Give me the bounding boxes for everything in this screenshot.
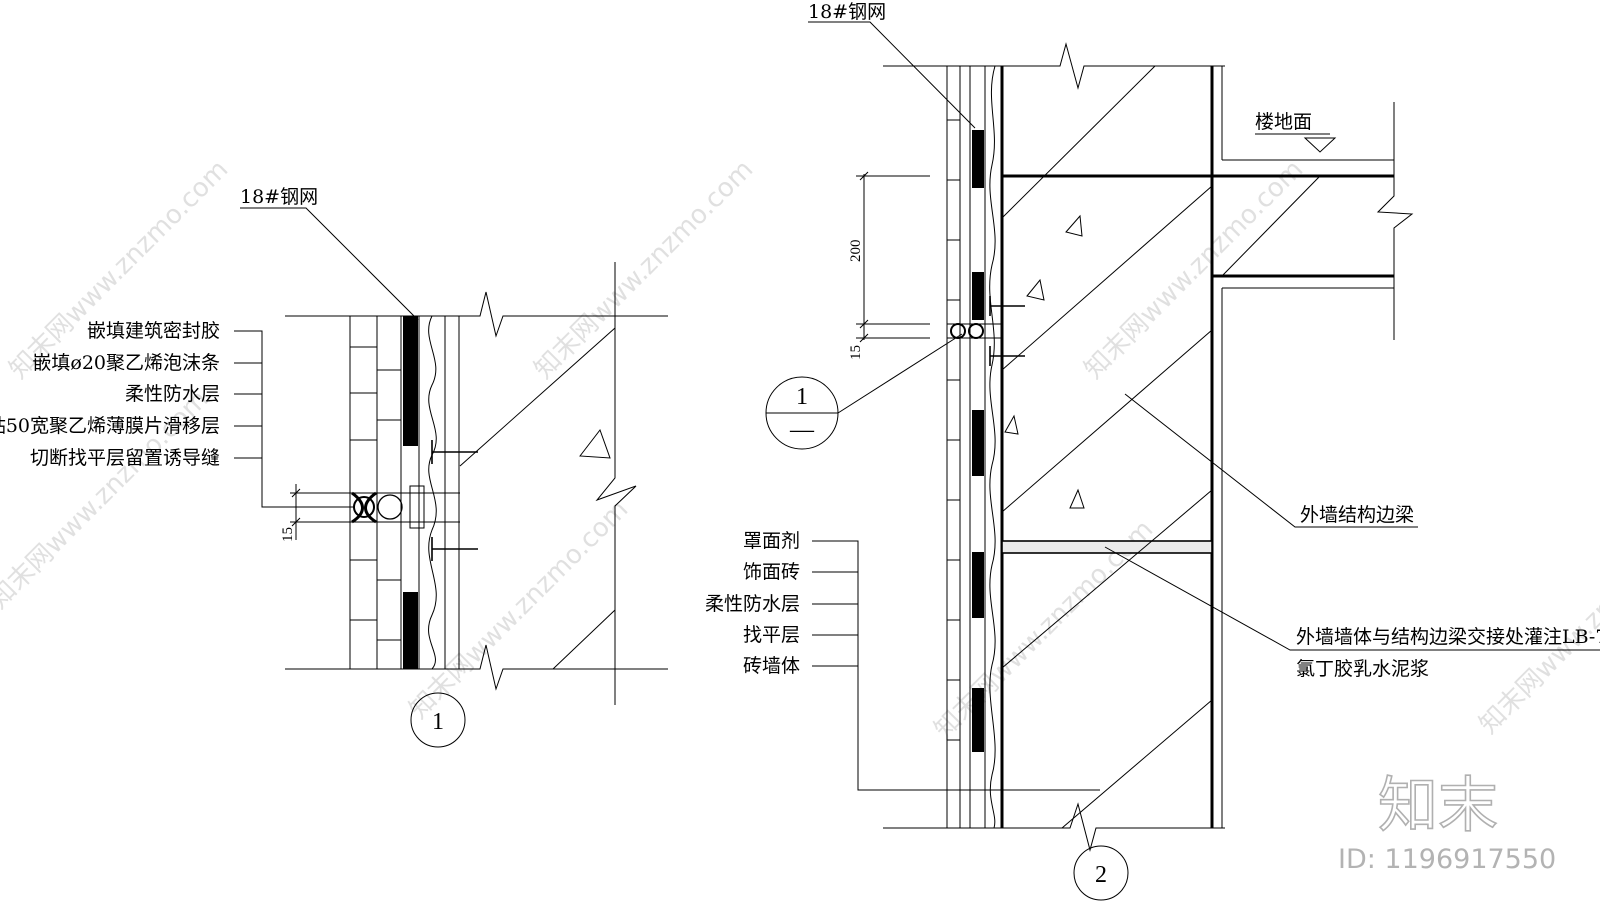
dimension-15-text: 15 — [280, 527, 296, 542]
level-symbol — [1255, 133, 1337, 153]
grout-layer — [1001, 540, 1213, 554]
layer-label: 饰面砖 — [743, 561, 800, 583]
foam-rod — [377, 494, 403, 520]
watermark-text: 知末网www.znzmo.com — [4, 154, 235, 385]
concrete-symbol — [579, 428, 611, 459]
waterproof-strip — [972, 410, 984, 476]
watermark-text: 知末网www.znzmo.com — [404, 494, 635, 725]
floor-label: 楼地面 — [1255, 111, 1312, 133]
watermark-text: 知末网www.znzmo.com — [1079, 154, 1310, 385]
concrete-hatch — [1001, 65, 1321, 829]
detail-number-circle — [1073, 845, 1129, 901]
reference-detail: 1 — [796, 384, 808, 410]
leader-line — [240, 207, 419, 321]
mesh-label: 18#钢网 — [240, 186, 318, 208]
steel-mesh-line — [428, 315, 437, 670]
concrete-symbol — [1004, 414, 1019, 435]
anchor-bolt — [431, 537, 478, 561]
grout-label-line2: 氯丁胶乳水泥浆 — [1296, 658, 1429, 680]
leader-line — [808, 21, 976, 129]
waterproof-strip — [972, 130, 984, 188]
hatch-line — [552, 609, 616, 670]
beam-leader — [1124, 393, 1418, 528]
layer-callouts: 罩面剂 饰面砖 柔性防水层 找平层 砖墙体 — [705, 530, 1100, 791]
layer-label: 柔性防水层 — [705, 593, 800, 615]
detail-2: 18#钢网 楼地面 200 15 1 — 罩面剂 饰面砖 柔性防水层 找平层 砖… — [705, 1, 1600, 901]
mesh-label: 18#钢网 — [808, 1, 886, 23]
layer-label: 找平层 — [743, 624, 800, 646]
waterproof-strip — [972, 272, 984, 320]
callout-label: 铺贴50宽聚乙烯薄膜片滑移层 — [0, 415, 220, 437]
detail-number: 2 — [1095, 862, 1107, 888]
grout-leader — [1104, 546, 1600, 651]
anchor-bolt — [989, 296, 1025, 316]
callout-list: 嵌填建筑密封胶 嵌填ø20聚乙烯泡沫条 柔性防水层 铺贴50宽聚乙烯薄膜片滑移层… — [0, 320, 355, 508]
watermark-text: 知末网www.znzmo.com — [1474, 509, 1600, 740]
waterproof-strip — [972, 552, 984, 618]
beam-label: 外墙结构边梁 — [1300, 504, 1414, 526]
break-line-top — [883, 42, 1225, 90]
concrete-symbol — [1069, 488, 1085, 509]
dimension-200-text: 200 — [848, 240, 864, 263]
waterproof-strip — [403, 592, 418, 669]
slip-layer — [409, 485, 425, 529]
brand-logo: 知末 — [1378, 771, 1498, 841]
dimension-15 — [290, 484, 350, 540]
layer-label: 砖墙体 — [743, 655, 800, 677]
reference-leader — [837, 333, 963, 414]
sealant-joint — [351, 491, 377, 524]
grout-label-line1: 外墙墙体与结构边梁交接处灌注LB-7 — [1296, 626, 1600, 648]
concrete-symbol — [1065, 214, 1083, 237]
slab-break — [1376, 102, 1414, 340]
break-line-top — [285, 291, 668, 338]
reference-sheet: — — [789, 417, 815, 443]
detail-number: 1 — [432, 709, 444, 735]
watermark-layer: 知末网www.znzmo.com 知末网www.znzmo.com 知末网www… — [0, 154, 1600, 745]
callout-label: 嵌填ø20聚乙烯泡沫条 — [32, 352, 220, 374]
tile-joints — [350, 346, 401, 641]
tile-joints — [947, 119, 960, 791]
break-line-bottom — [285, 644, 668, 691]
anchor-bolt — [989, 346, 1025, 366]
foam-rod — [968, 323, 984, 339]
detail-number-circle — [410, 692, 466, 748]
callout-label: 柔性防水层 — [125, 383, 220, 405]
dimension-15-text: 15 — [848, 345, 864, 360]
callout-leaders — [234, 330, 355, 508]
dimension-200 — [856, 171, 930, 343]
layer-label: 罩面剂 — [743, 530, 800, 552]
break-line-right — [595, 262, 637, 705]
anchor-bolt — [431, 440, 478, 464]
steel-mesh-line — [989, 65, 996, 829]
detail-1: 18#钢网 嵌填建筑密封胶 嵌填ø20聚乙烯泡沫条 柔性防水层 铺贴50宽聚乙烯… — [0, 186, 668, 748]
concrete-symbol — [1026, 278, 1045, 301]
waterproof-strip — [403, 316, 418, 446]
watermark-text: 知末网www.znzmo.com — [529, 154, 760, 385]
image-id: ID: 1196917550 — [1338, 844, 1556, 875]
hatch-line — [459, 327, 616, 467]
foam-rod — [353, 496, 375, 518]
layer-leaders — [812, 540, 1100, 791]
waterproof-strip — [972, 688, 984, 752]
callout-label: 切断找平层留置诱导缝 — [30, 447, 220, 469]
callout-label: 嵌填建筑密封胶 — [87, 320, 220, 342]
break-line-bottom — [883, 802, 1225, 852]
foam-rod — [950, 323, 966, 339]
